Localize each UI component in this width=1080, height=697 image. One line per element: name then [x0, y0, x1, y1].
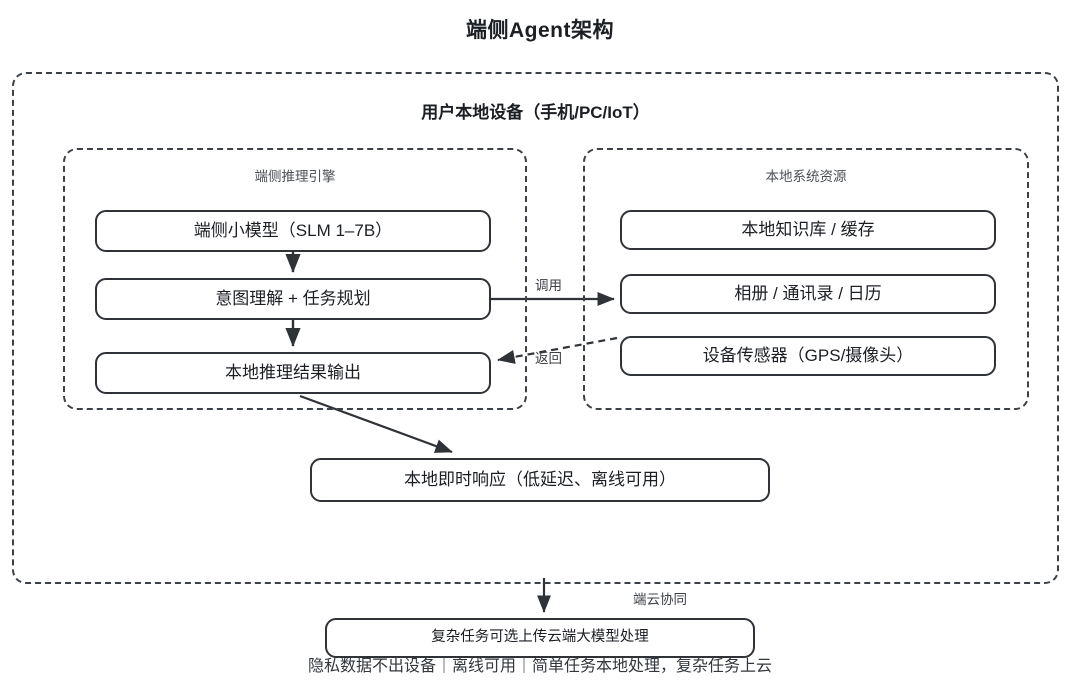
- node-local-instant-response[interactable]: 本地即时响应（低延迟、离线可用）: [310, 458, 770, 502]
- edge-label-return: 返回: [535, 351, 562, 366]
- engine-panel-box: [63, 148, 527, 410]
- arrow-localoutput-to-response: [299, 394, 453, 454]
- node-album-contacts-calendar[interactable]: 相册 / 通讯录 / 日历: [620, 274, 996, 314]
- node-device-sensors[interactable]: 设备传感器（GPS/摄像头）: [620, 336, 996, 376]
- edge-label-cloud-device-sync: 端云协同: [633, 592, 687, 607]
- node-local-knowledge-base-cache[interactable]: 本地知识库 / 缓存: [620, 210, 996, 250]
- diagram-title: 端侧Agent架构: [466, 19, 614, 42]
- node-cloud-large-model-processing[interactable]: 复杂任务可选上传云端大模型处理: [325, 618, 755, 658]
- resources-panel-box: [583, 148, 1029, 410]
- resources-panel-label: 本地系统资源: [765, 169, 847, 184]
- node-intent-understanding-planning[interactable]: 意图理解 + 任务规划: [95, 278, 491, 320]
- device-container-box: [12, 72, 1059, 584]
- arrow-return-from-resources: [497, 336, 618, 364]
- device-container-label: 用户本地设备（手机/PC/IoT）: [421, 103, 650, 122]
- footer-caption: 隐私数据不出设备｜离线可用｜简单任务本地处理，复杂任务上云: [307, 658, 772, 675]
- node-local-inference-output[interactable]: 本地推理结果输出: [95, 352, 491, 394]
- engine-panel-label: 端侧推理引擎: [254, 169, 336, 184]
- edge-label-call: 调用: [535, 278, 562, 293]
- node-slm-model[interactable]: 端侧小模型（SLM 1–7B）: [95, 210, 491, 252]
